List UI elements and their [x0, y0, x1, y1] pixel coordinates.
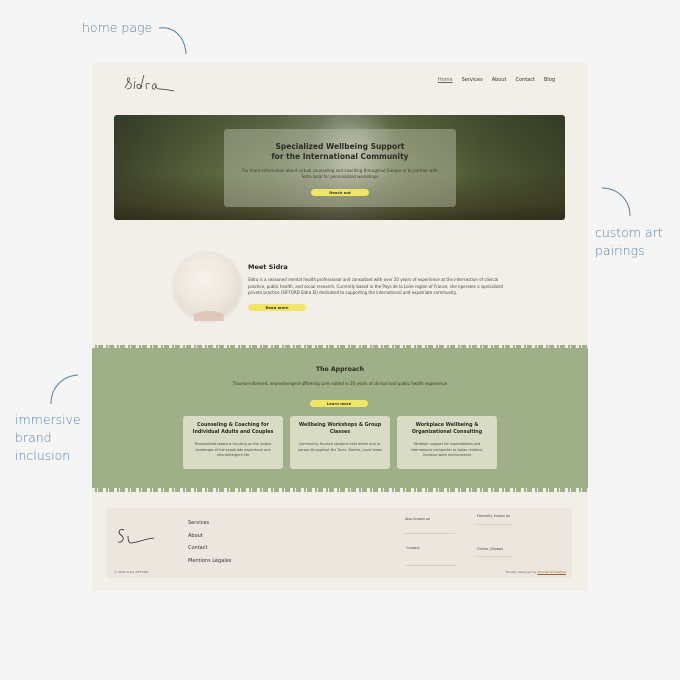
footer-link-legal[interactable]: Mentions Légales — [188, 557, 232, 564]
nav-contact[interactable]: Contact — [515, 77, 535, 83]
hero-banner: Specialized Wellbeing Support for the In… — [114, 115, 565, 220]
hero-text-panel: Specialized Wellbeing Support for the In… — [224, 129, 456, 207]
annotation-arrow-custom-art — [601, 187, 631, 217]
nav-blog[interactable]: Blog — [543, 77, 555, 83]
annotation-immersive: immersive brand inclusion — [15, 412, 81, 463]
torn-edge-bottom — [92, 488, 588, 492]
hero-title: Specialized Wellbeing Support for the In… — [271, 142, 409, 161]
signature-logo — [117, 529, 155, 544]
footer-label-formerly: Formerly known as — [477, 514, 511, 518]
approach-section: The Approach Trauma-informed, neurodiver… — [92, 345, 588, 492]
footer-divider — [477, 524, 513, 525]
footer-link-about[interactable]: About — [188, 532, 203, 539]
service-card-workshops[interactable]: Wellbeing Workshops & Group Classes Comm… — [290, 416, 390, 469]
annotation-arrow-immersive — [50, 374, 79, 405]
footer-credit-link[interactable]: Wonderful Creative — [537, 570, 566, 574]
approach-subtitle: Trauma-informed, neurodivergent-affirmin… — [232, 381, 448, 386]
annotation-arrow-home — [158, 27, 187, 55]
annotation-custom-art: custom art pairings — [595, 225, 663, 258]
nav-services[interactable]: Services — [461, 77, 483, 83]
footer-link-contact[interactable]: Contact — [188, 545, 208, 551]
footer-divider — [406, 565, 456, 566]
footer-link-services[interactable]: Services — [188, 520, 210, 526]
service-card-workplace[interactable]: Workplace Wellbeing & Organizational Con… — [397, 416, 497, 469]
footer-label-also-known: Also known as — [405, 517, 430, 521]
meet-text: Sidra is a seasoned mental health profes… — [248, 277, 504, 295]
footer-credit: Proudly designed by Wonderful Creative — [505, 570, 566, 574]
learn-more-button[interactable]: Learn more — [310, 400, 368, 407]
footer-divider — [405, 533, 455, 534]
service-card-counseling[interactable]: Counseling & Coaching for Individual Adu… — [183, 416, 283, 469]
sidra-portrait — [174, 253, 241, 321]
read-more-button[interactable]: Read more — [248, 304, 306, 311]
hero-subtitle: For more information about virtual couns… — [242, 168, 438, 179]
nav-about[interactable]: About — [491, 77, 507, 83]
nav-home[interactable]: Home — [437, 77, 453, 83]
meet-title: Meet Sidra — [248, 263, 288, 271]
hero-forest-image — [114, 115, 565, 220]
footer-label-online: Online (Global) — [477, 547, 504, 551]
footer-divider — [477, 556, 513, 557]
main-nav: Home Services About Contact Blog — [438, 77, 555, 83]
approach-title: The Approach — [315, 366, 365, 373]
annotation-home-page: home page — [82, 20, 153, 35]
sidra-logo[interactable] — [122, 72, 176, 94]
footer-copyright: © 2025 Sidra SIFFORD — [114, 570, 149, 574]
reach-out-button[interactable]: Reach out — [311, 189, 369, 196]
footer-links: Services About Contact Mentions Légales — [188, 517, 231, 567]
site-footer: Services About Contact Mentions Légales … — [106, 508, 572, 578]
website-mockup: Home Services About Contact Blog Special… — [92, 63, 588, 591]
footer-label-contact: Contact — [406, 546, 420, 550]
torn-edge-top — [92, 345, 588, 348]
